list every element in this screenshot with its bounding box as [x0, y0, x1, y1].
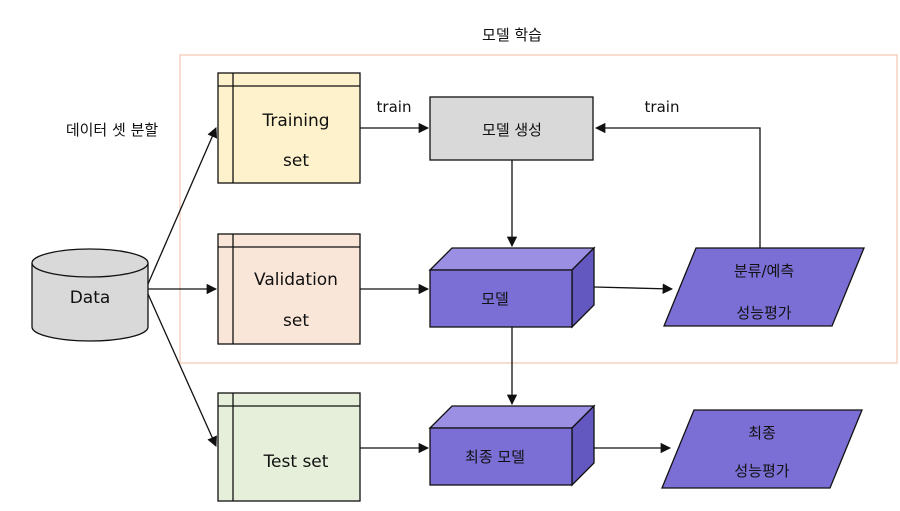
edge-data-to-test	[147, 293, 217, 447]
edge-label-train-left: train	[377, 98, 412, 116]
validation-set-node: Validation set	[217, 233, 361, 345]
edge-data-to-training	[147, 127, 218, 285]
data-label: Data	[70, 288, 111, 308]
validation-set-label-2: set	[283, 311, 309, 331]
final-eval-label-2: 성능평가	[734, 462, 789, 480]
edge-classify-to-model-create	[594, 122, 761, 248]
model-label: 모델	[481, 290, 509, 308]
model-create-label: 모델 생성	[482, 121, 542, 139]
model-node: 모델	[428, 246, 596, 329]
training-set-node: Training set	[217, 72, 361, 184]
final-model-label: 최종 모델	[465, 448, 525, 466]
final-eval-node: 최종 성능평가	[661, 409, 863, 489]
classify-eval-label-2: 성능평가	[736, 304, 791, 322]
training-set-label-2: set	[283, 151, 309, 171]
final-eval-label-1: 최종	[748, 424, 776, 442]
final-model-node: 최종 모델	[428, 404, 596, 487]
data-node: Data	[31, 248, 149, 342]
test-set-label: Test set	[263, 452, 329, 472]
group-title: 모델 학습	[482, 26, 542, 44]
test-set-node: Test set	[217, 392, 361, 502]
edge-model-to-classify	[593, 283, 674, 294]
classify-eval-node: 분류/예측 성능평가	[663, 247, 865, 327]
edge-label-train-right: train	[645, 98, 680, 116]
split-label: 데이터 셋 분할	[66, 121, 159, 139]
validation-set-label-1: Validation	[254, 270, 338, 290]
model-create-node: 모델 생성	[429, 96, 594, 161]
classify-eval-label-1: 분류/예측	[734, 262, 794, 280]
training-set-label-1: Training	[261, 111, 329, 131]
